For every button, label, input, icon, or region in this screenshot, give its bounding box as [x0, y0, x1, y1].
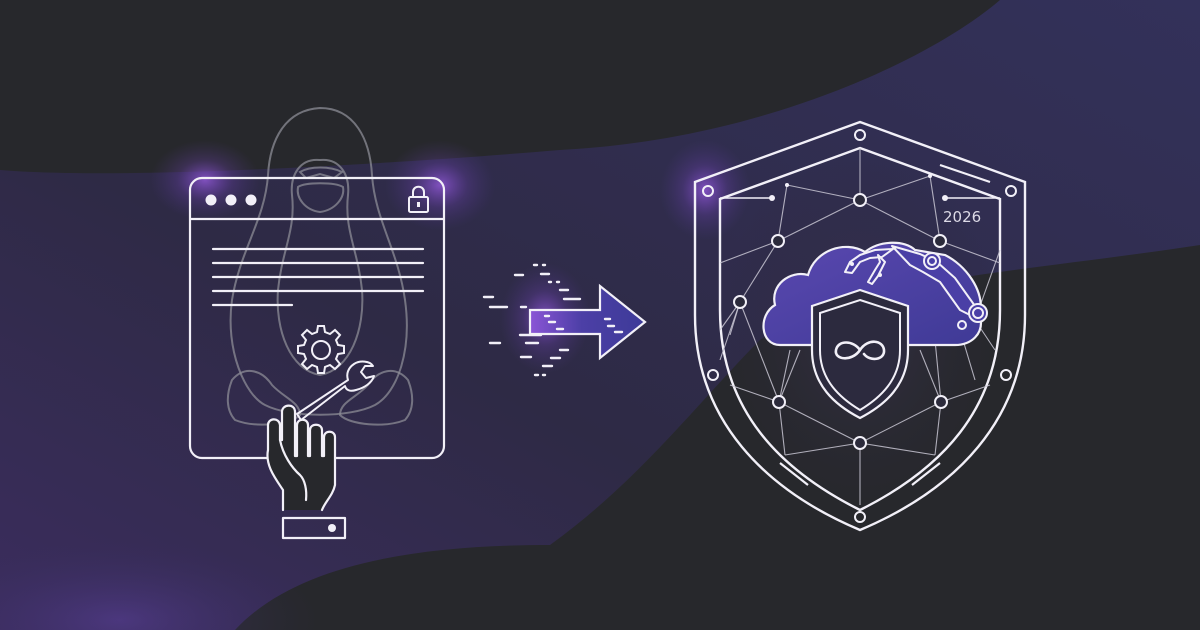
- shield-infinity-icon: [810, 288, 910, 420]
- speed-dashes: [482, 263, 624, 377]
- text-lines: [211, 247, 425, 307]
- network-mesh: [719, 148, 1001, 505]
- window-dot-icon: [245, 194, 257, 206]
- hand-icon: [266, 404, 347, 540]
- network-nodes: [733, 174, 948, 450]
- lock-icon: [408, 185, 429, 213]
- gear-icon: [297, 325, 345, 374]
- corner-ticks: [720, 195, 1000, 201]
- window-dot-icon: [205, 194, 217, 206]
- robot-arm-icon: [844, 245, 988, 330]
- wrench-icon: [296, 360, 375, 421]
- year-label: 2026: [943, 208, 981, 226]
- window-dot-icon: [225, 194, 237, 206]
- infinity-icon: [834, 340, 886, 361]
- linux-penguin-icon: [226, 106, 414, 426]
- arrow-right-icon: [482, 263, 647, 377]
